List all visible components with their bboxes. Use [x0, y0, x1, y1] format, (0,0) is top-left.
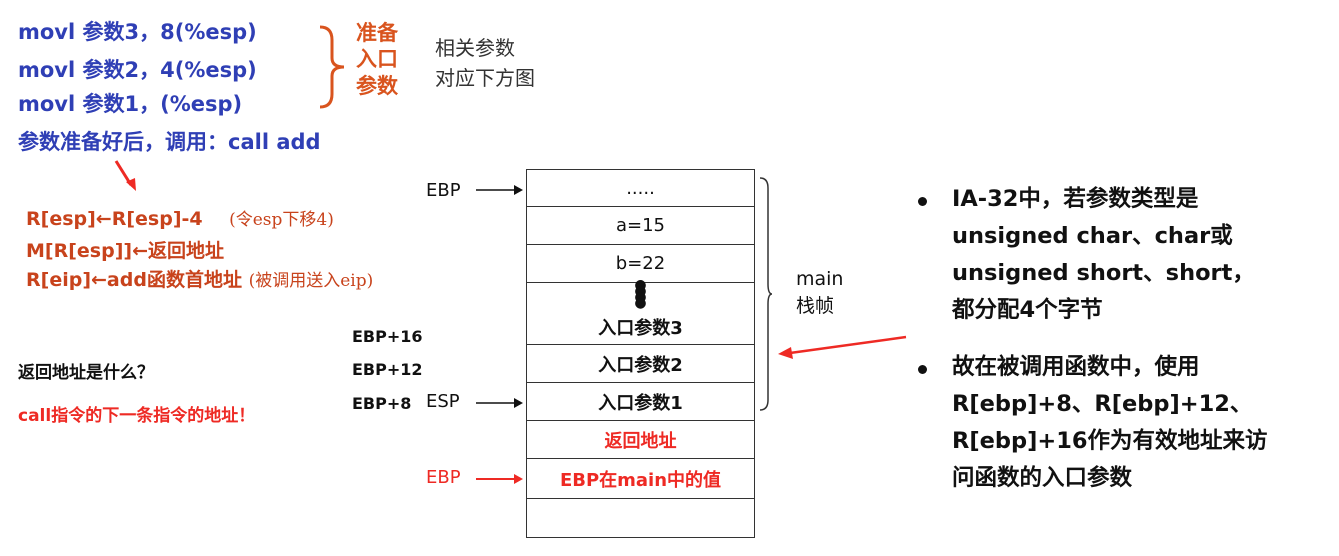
- ebp-bottom-arrow-icon: [476, 474, 523, 484]
- stack-cell-param1: 入口参数1: [527, 383, 754, 421]
- call-step-2: M[R[esp]]←返回地址: [26, 240, 224, 262]
- call-step-3: R[eip]←add函数首地址 (被调用送入eip): [26, 269, 374, 291]
- brace-label: 准备 入口 参数: [356, 21, 398, 98]
- bullet-dot-2-icon: [918, 365, 927, 374]
- stack-cell-empty: [527, 499, 754, 537]
- esp-arrow-icon: [476, 398, 523, 408]
- call-step-1: R[esp]←R[esp]-4 (令esp下移4): [26, 208, 334, 230]
- code-line-4: 参数准备好后，调用：call add: [18, 130, 321, 154]
- stack-cell-b: b=22: [527, 245, 754, 283]
- bullet-2: 故在被调用函数中，使用 R[ebp]+8、R[ebp]+12、 R[ebp]+1…: [952, 354, 1268, 492]
- ebp12-label: EBP+12: [352, 360, 423, 379]
- bullet-1: IA-32中，若参数类型是 unsigned char、char或 unsign…: [952, 186, 1255, 324]
- code-line-1: movl 参数3，8(%esp): [18, 20, 257, 44]
- stack-cell-param2: 入口参数2: [527, 345, 754, 383]
- params-arrow-icon: [778, 335, 907, 359]
- bullet-dot-1-icon: [918, 197, 927, 206]
- stack-cell-ellipsis: .....: [527, 170, 754, 207]
- ebp-top-arrow-icon: [476, 185, 523, 195]
- stack-cell-param3: ●●●● 入口参数3: [527, 277, 754, 345]
- code-line-2: movl 参数2，4(%esp): [18, 58, 257, 82]
- stack-diagram: ..... a=15 b=22 ●●●● 入口参数3 入口参数2 入口参数1 返…: [526, 169, 755, 538]
- brace-icon: [319, 25, 345, 109]
- answer-text: call指令的下一条指令的地址！: [18, 406, 256, 426]
- red-arrow-icon: [114, 160, 136, 191]
- note-text: 相关参数 对应下方图: [435, 36, 535, 90]
- main-frame-bracket-icon: [759, 177, 773, 411]
- stack-cell-saved-ebp: EBP在main中的值: [527, 459, 754, 499]
- ebp16-label: EBP+16: [352, 327, 423, 346]
- ebp8-label: EBP+8: [352, 394, 412, 413]
- ebp-top-label: EBP: [426, 180, 461, 201]
- vertical-dots-icon: ●●●●: [634, 277, 647, 311]
- code-line-3: movl 参数1，(%esp): [18, 92, 243, 116]
- main-frame-label: main 栈帧: [796, 268, 844, 317]
- question-text: 返回地址是什么？: [18, 363, 154, 383]
- ebp-bottom-label: EBP: [426, 467, 461, 488]
- stack-cell-a: a=15: [527, 207, 754, 245]
- stack-cell-return-address: 返回地址: [527, 421, 754, 459]
- esp-label: ESP: [426, 391, 460, 412]
